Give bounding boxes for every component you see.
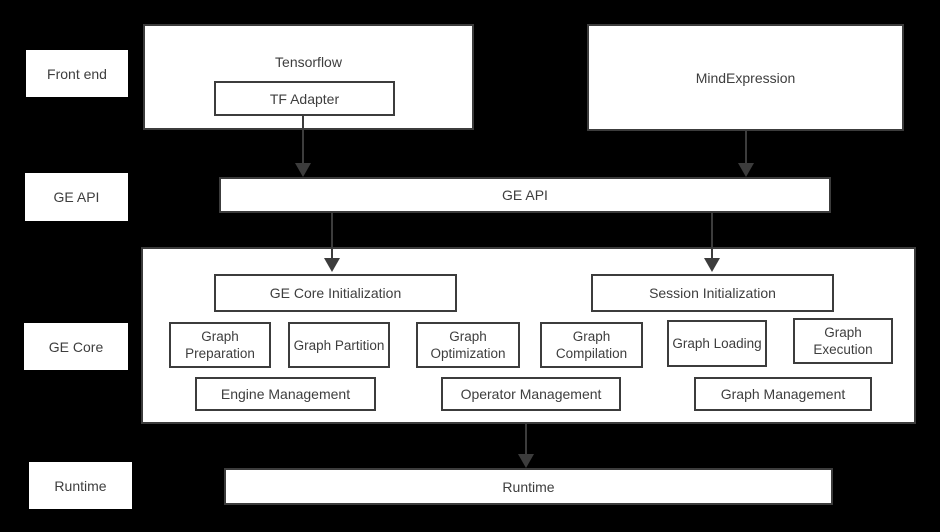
arrow-line (302, 114, 304, 163)
row-label-ge-core: GE Core (24, 323, 128, 370)
row-label-runtime: Runtime (29, 462, 132, 509)
runtime-bar: Runtime (224, 468, 833, 505)
tf-adapter-box: TF Adapter (214, 81, 395, 116)
engine-management-box: Engine Management (195, 377, 376, 411)
arrow-down-icon (518, 454, 534, 468)
graph-optimization-box: Graph Optimization (416, 322, 520, 368)
graph-execution-box: Graph Execution (793, 318, 893, 364)
graph-loading-box: Graph Loading (667, 320, 767, 367)
arrow-line (745, 131, 747, 163)
arrow-down-icon (738, 163, 754, 177)
arrow-down-icon (704, 258, 720, 272)
mindexpression-box: MindExpression (587, 24, 904, 131)
tensorflow-label: Tensorflow (275, 54, 342, 70)
graph-management-box: Graph Management (694, 377, 872, 411)
arrow-line (525, 424, 527, 454)
graph-preparation-box: Graph Preparation (169, 322, 271, 368)
row-label-front-end: Front end (26, 50, 128, 97)
ge-core-initialization-box: GE Core Initialization (214, 274, 457, 312)
arrow-line (711, 213, 713, 258)
arrow-down-icon (324, 258, 340, 272)
tensorflow-box: Tensorflow TF Adapter (143, 24, 474, 130)
operator-management-box: Operator Management (441, 377, 621, 411)
graph-partition-box: Graph Partition (288, 322, 390, 368)
arrow-down-icon (295, 163, 311, 177)
session-initialization-box: Session Initialization (591, 274, 834, 312)
arrow-line (331, 213, 333, 258)
ge-core-box: GE Core Initialization Session Initializ… (141, 247, 916, 424)
graph-compilation-box: Graph Compilation (540, 322, 643, 368)
row-label-ge-api: GE API (25, 173, 128, 221)
ge-api-bar: GE API (219, 177, 831, 213)
